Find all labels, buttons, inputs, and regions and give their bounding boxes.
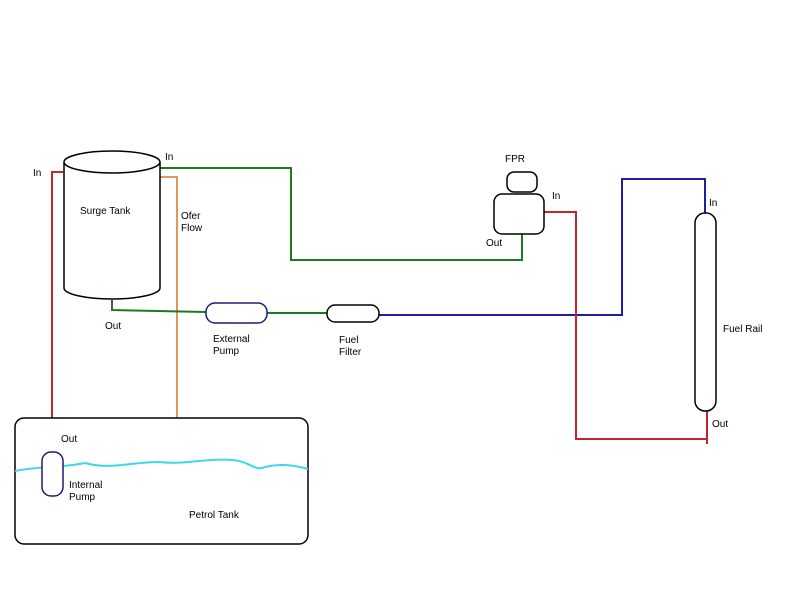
label-external-pump-1: External — [213, 334, 250, 345]
label-fpr: FPR — [505, 154, 525, 165]
pipe-surge-out-to-pump — [111, 300, 207, 313]
label-fuel-filter-2: Filter — [339, 347, 362, 358]
label-overflow-2: Flow — [181, 223, 203, 234]
external-pump — [205, 302, 268, 324]
label-fuel-rail: Fuel Rail — [723, 324, 762, 335]
pipe-rail-to-fpr — [543, 211, 708, 444]
label-fuel-filter-1: Fuel — [339, 335, 358, 346]
label-surge-out: Out — [105, 321, 121, 332]
label-internal-pump-out: Out — [61, 434, 77, 445]
label-external-pump-2: Pump — [213, 346, 240, 357]
label-petrol-tank: Petrol Tank — [189, 510, 240, 521]
pipe-overflow-return — [160, 176, 178, 428]
fuel-filter — [326, 304, 380, 323]
label-fpr-out: Out — [486, 238, 502, 249]
label-surge-tank: Surge Tank — [80, 206, 131, 217]
fuel-level-line — [14, 458, 309, 472]
internal-pump — [41, 451, 64, 497]
label-overflow-1: Ofer — [181, 211, 201, 222]
label-internal-pump-1: Internal — [69, 480, 102, 491]
label-surge-in-right: In — [165, 152, 173, 163]
label-rail-in: In — [709, 198, 717, 209]
label-rail-out: Out — [712, 419, 728, 430]
pipe-internal-pump-to-surge — [51, 171, 63, 452]
pipe-fpr-return-to-surge — [160, 167, 523, 261]
surge-tank — [63, 150, 161, 300]
petrol-tank — [14, 417, 309, 545]
label-internal-pump-2: Pump — [69, 492, 96, 503]
fpr-regulator — [493, 171, 545, 235]
fuel-rail — [694, 212, 717, 412]
label-fpr-in: In — [552, 191, 560, 202]
label-surge-in-left: In — [33, 168, 41, 179]
pipe-filter-to-rail — [379, 178, 706, 316]
